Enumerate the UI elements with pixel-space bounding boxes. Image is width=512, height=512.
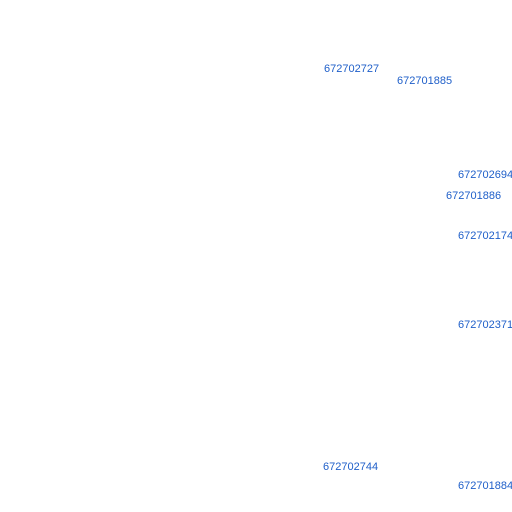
parcel-label[interactable]: 672702744 xyxy=(323,461,379,473)
parcel-label[interactable]: 672702694 xyxy=(458,169,512,181)
parcel-label[interactable]: 672701886 xyxy=(446,190,502,202)
parcel-label[interactable]: 672702371 xyxy=(458,319,512,331)
parcel-label[interactable]: 672701885 xyxy=(397,75,453,87)
parcel-label[interactable]: 672702727 xyxy=(324,63,380,75)
parcel-label[interactable]: 672702174 xyxy=(458,230,512,242)
parcel-label[interactable]: 672701884 xyxy=(458,480,512,492)
